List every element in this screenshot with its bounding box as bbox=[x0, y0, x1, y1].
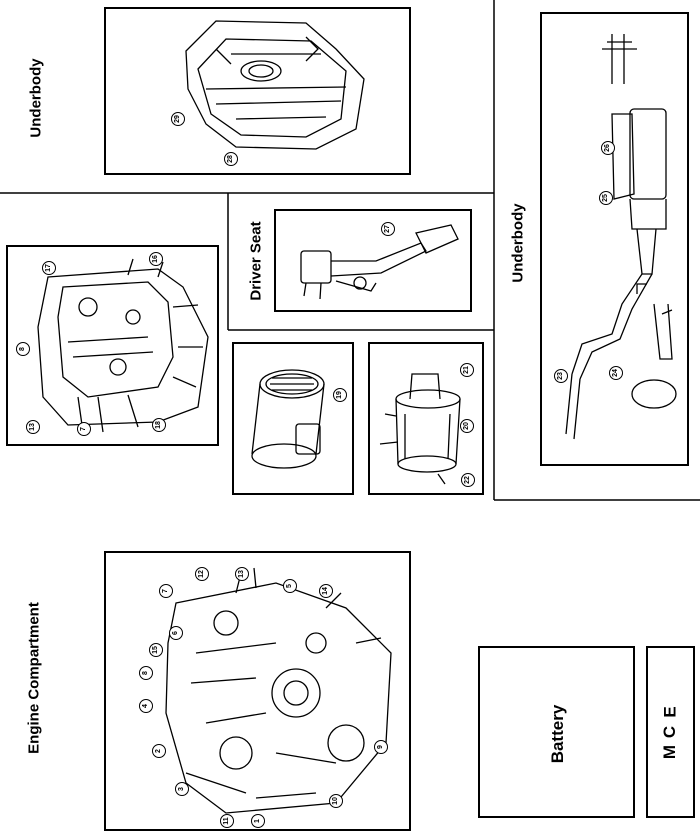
pedal-panel: 27 bbox=[274, 209, 472, 312]
fuel-filter-illustration bbox=[379, 373, 461, 485]
callout-24: 24 bbox=[609, 366, 623, 380]
callout-7: 7 bbox=[77, 422, 91, 436]
callout-11: 11 bbox=[220, 814, 234, 828]
battery-module: Battery bbox=[478, 646, 635, 818]
callout-1: 1 bbox=[251, 814, 265, 828]
callout-15: 15 bbox=[149, 643, 163, 657]
callout-4: 4 bbox=[139, 699, 153, 713]
ecm-module: E C M bbox=[646, 646, 695, 818]
callout-6: 6 bbox=[169, 626, 183, 640]
engine-panel: 12 13 7 5 14 6 15 8 4 2 3 11 1 10 9 bbox=[104, 551, 411, 831]
callout-13-engine: 13 bbox=[235, 567, 249, 581]
transmission-panel: 17 16 8 13 7 18 bbox=[6, 245, 219, 446]
callout-8: 8 bbox=[16, 342, 30, 356]
callout-18: 18 bbox=[152, 418, 166, 432]
transmission-illustration bbox=[37, 258, 209, 433]
callout-3: 3 bbox=[175, 782, 189, 796]
callout-21: 21 bbox=[460, 363, 474, 377]
ecm-letter-e: E bbox=[660, 706, 680, 718]
callout-12: 12 bbox=[195, 567, 209, 581]
ecm-letter-c: C bbox=[660, 725, 680, 739]
callout-20: 20 bbox=[460, 419, 474, 433]
callout-13: 13 bbox=[26, 420, 40, 434]
engine-illustration bbox=[165, 567, 392, 814]
callout-16: 16 bbox=[149, 252, 163, 266]
callout-19: 19 bbox=[333, 388, 347, 402]
section-label-driver-seat: Driver Seat bbox=[247, 221, 265, 301]
callout-14: 14 bbox=[319, 584, 333, 598]
callout-17: 17 bbox=[42, 261, 56, 275]
callout-28: 28 bbox=[224, 152, 238, 166]
section-label-underbody-top: Underbody bbox=[27, 58, 45, 138]
callout-8-engine: 8 bbox=[139, 666, 153, 680]
fuel-filter-panel: 21 20 22 bbox=[368, 342, 484, 495]
callout-25: 25 bbox=[599, 191, 613, 205]
ecm-label: E C M bbox=[648, 648, 693, 816]
callout-23: 23 bbox=[554, 369, 568, 383]
pedal-illustration bbox=[300, 224, 459, 300]
exhaust-panel: 26 25 23 24 bbox=[540, 12, 689, 466]
callout-27: 27 bbox=[381, 222, 395, 236]
ecm-letter-m: M bbox=[660, 744, 680, 760]
fuel-tank-illustration bbox=[185, 20, 365, 150]
callout-2: 2 bbox=[152, 744, 166, 758]
callout-7-engine: 7 bbox=[159, 584, 173, 598]
section-label-engine-compartment: Engine Compartment bbox=[25, 602, 43, 754]
battery-label: Battery bbox=[548, 704, 567, 764]
maf-sensor-illustration bbox=[251, 369, 325, 469]
section-label-underbody-right: Underbody bbox=[509, 203, 527, 283]
callout-9: 9 bbox=[374, 740, 388, 754]
callout-26: 26 bbox=[601, 141, 615, 155]
callout-5: 5 bbox=[283, 579, 297, 593]
callout-10: 10 bbox=[329, 794, 343, 808]
fuel-tank-panel: 29 28 bbox=[104, 7, 411, 175]
maf-sensor-panel: 19 bbox=[232, 342, 354, 495]
callout-22: 22 bbox=[461, 473, 475, 487]
callout-29: 29 bbox=[171, 112, 185, 126]
exhaust-illustration bbox=[565, 34, 677, 440]
